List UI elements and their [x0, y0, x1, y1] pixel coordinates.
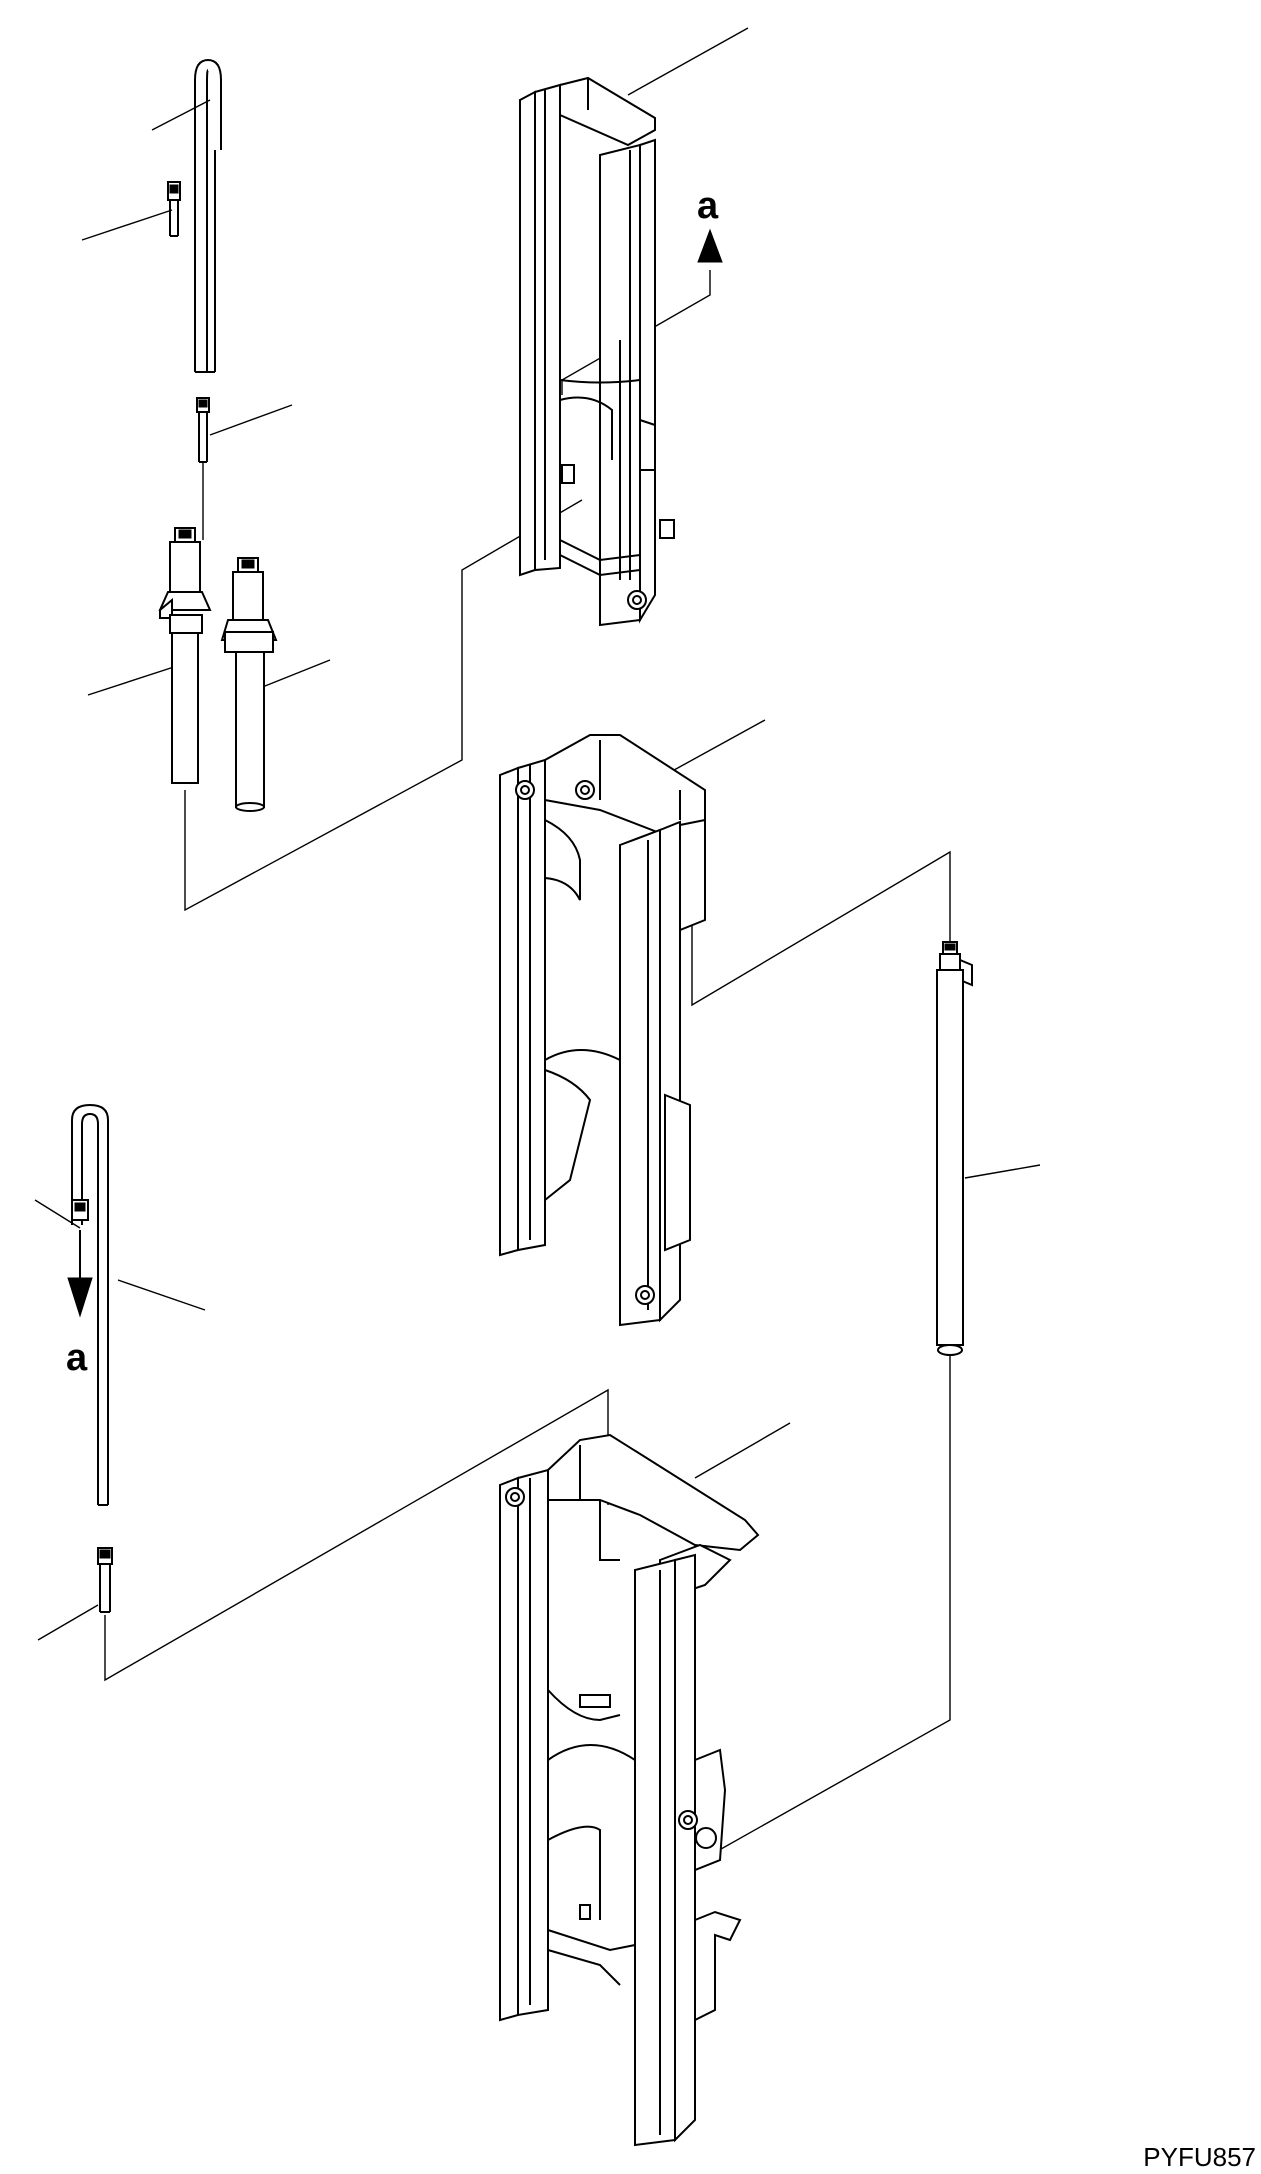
chain-anchor-bolt-lower-bottom	[97, 1547, 113, 1613]
lift-cylinder-right	[220, 557, 278, 812]
free-lift-cylinder	[936, 941, 973, 1356]
chain-anchor-bolt-upper	[167, 181, 181, 237]
chain-anchor-bolt-middle	[196, 397, 210, 540]
arrow-a-bottom: a	[66, 1230, 93, 1379]
middle-mast	[499, 734, 706, 1327]
lift-cylinder-left	[158, 527, 212, 784]
arrow-a-top: a	[697, 185, 723, 263]
arrow-label-top: a	[697, 185, 719, 227]
arrow-label-bottom: a	[66, 1337, 88, 1379]
leader-lines	[34, 27, 1041, 1641]
inner-mast	[519, 76, 675, 627]
lower-chain	[71, 1103, 109, 1506]
drawing-code: PYFU857	[1143, 2142, 1256, 2172]
chain-anchor-bolt-lower-top	[71, 1199, 89, 1221]
outer-mast	[499, 1433, 760, 2147]
upper-chain	[194, 58, 222, 373]
